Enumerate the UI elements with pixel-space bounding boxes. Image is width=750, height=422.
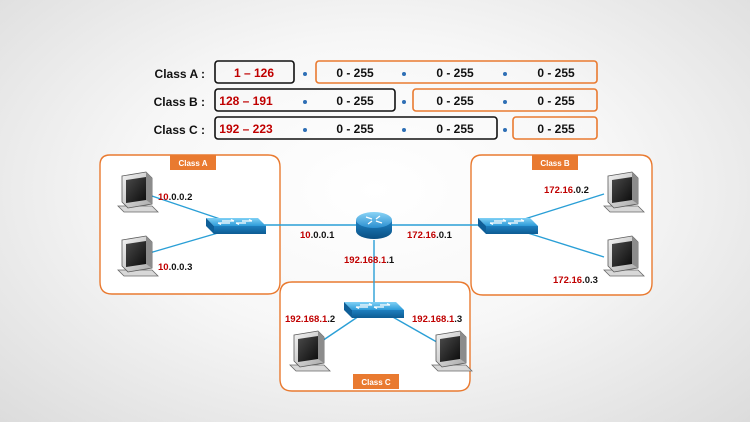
class-a-pc2-ip: 10.0.0.3 <box>158 262 192 273</box>
class-c-pc1-ip: 192.168.1.2 <box>285 314 335 325</box>
octet-dot <box>503 128 507 132</box>
class-b-network-box <box>214 88 396 112</box>
class-b-label: Class B : <box>154 95 205 109</box>
class-b-octet-4: 0 - 255 <box>537 94 575 108</box>
octet-dot <box>303 100 307 104</box>
class-a-tag-label: Class A <box>178 159 207 168</box>
class-b-range: 128 – 191 <box>219 94 273 108</box>
switch-icon <box>477 217 539 235</box>
pc-icon <box>603 171 645 213</box>
class-b-pc1-ip: 172.16.0.2 <box>544 185 589 196</box>
pc-icon <box>117 235 159 277</box>
pc-icon <box>603 235 645 277</box>
pc-icon <box>117 171 159 213</box>
class-b-tag-label: Class B <box>540 159 570 168</box>
class-c-octet-3: 0 - 255 <box>436 122 474 136</box>
router-icon <box>356 212 392 239</box>
octet-dot <box>503 100 507 104</box>
class-b-tag <box>532 155 578 170</box>
class-b-octet-2: 0 - 255 <box>336 94 374 108</box>
class-a-pc1-ip: 10.0.0.2 <box>158 192 192 203</box>
class-a-host-box <box>315 60 598 84</box>
router-class-c-ip: 192.168.1.1 <box>344 255 395 266</box>
class-c-host-box <box>512 116 598 140</box>
class-c-octet-2: 0 - 255 <box>336 122 374 136</box>
router-class-a-ip: 10.0.0.1 <box>300 230 335 241</box>
switch-icon <box>343 301 405 319</box>
class-c-octet-4: 0 - 255 <box>537 122 575 136</box>
class-b-octet-3: 0 - 255 <box>436 94 474 108</box>
class-a-octet-3: 0 - 255 <box>436 66 474 80</box>
class-c-label: Class C : <box>154 123 205 137</box>
class-c-tag-label: Class C <box>361 378 391 387</box>
class-a-tag <box>170 155 216 170</box>
octet-dot <box>402 72 406 76</box>
pc-icon <box>431 330 473 372</box>
switch-icon <box>205 217 267 235</box>
class-c-range: 192 – 223 <box>219 122 273 136</box>
class-c-tag <box>353 374 399 389</box>
class-a-range: 1 – 126 <box>234 66 274 80</box>
class-a-first-octet-box <box>214 60 295 84</box>
octet-dot <box>303 72 307 76</box>
class-c-pc2-ip: 192.168.1.3 <box>412 314 462 325</box>
class-b-pc2-ip: 172.16.0.3 <box>553 275 598 286</box>
router-class-b-ip: 172.16.0.1 <box>407 230 453 241</box>
pc-icon <box>289 330 331 372</box>
class-a-label: Class A : <box>155 67 205 81</box>
class-c-zone <box>279 281 471 392</box>
octet-dot <box>303 128 307 132</box>
class-a-octet-2: 0 - 255 <box>336 66 374 80</box>
class-a-octet-4: 0 - 255 <box>537 66 575 80</box>
octet-dot <box>402 100 406 104</box>
class-b-host-box <box>412 88 598 112</box>
octet-dot <box>503 72 507 76</box>
class-c-network-box <box>214 116 498 140</box>
octet-dot <box>402 128 406 132</box>
class-b-zone <box>470 154 653 296</box>
